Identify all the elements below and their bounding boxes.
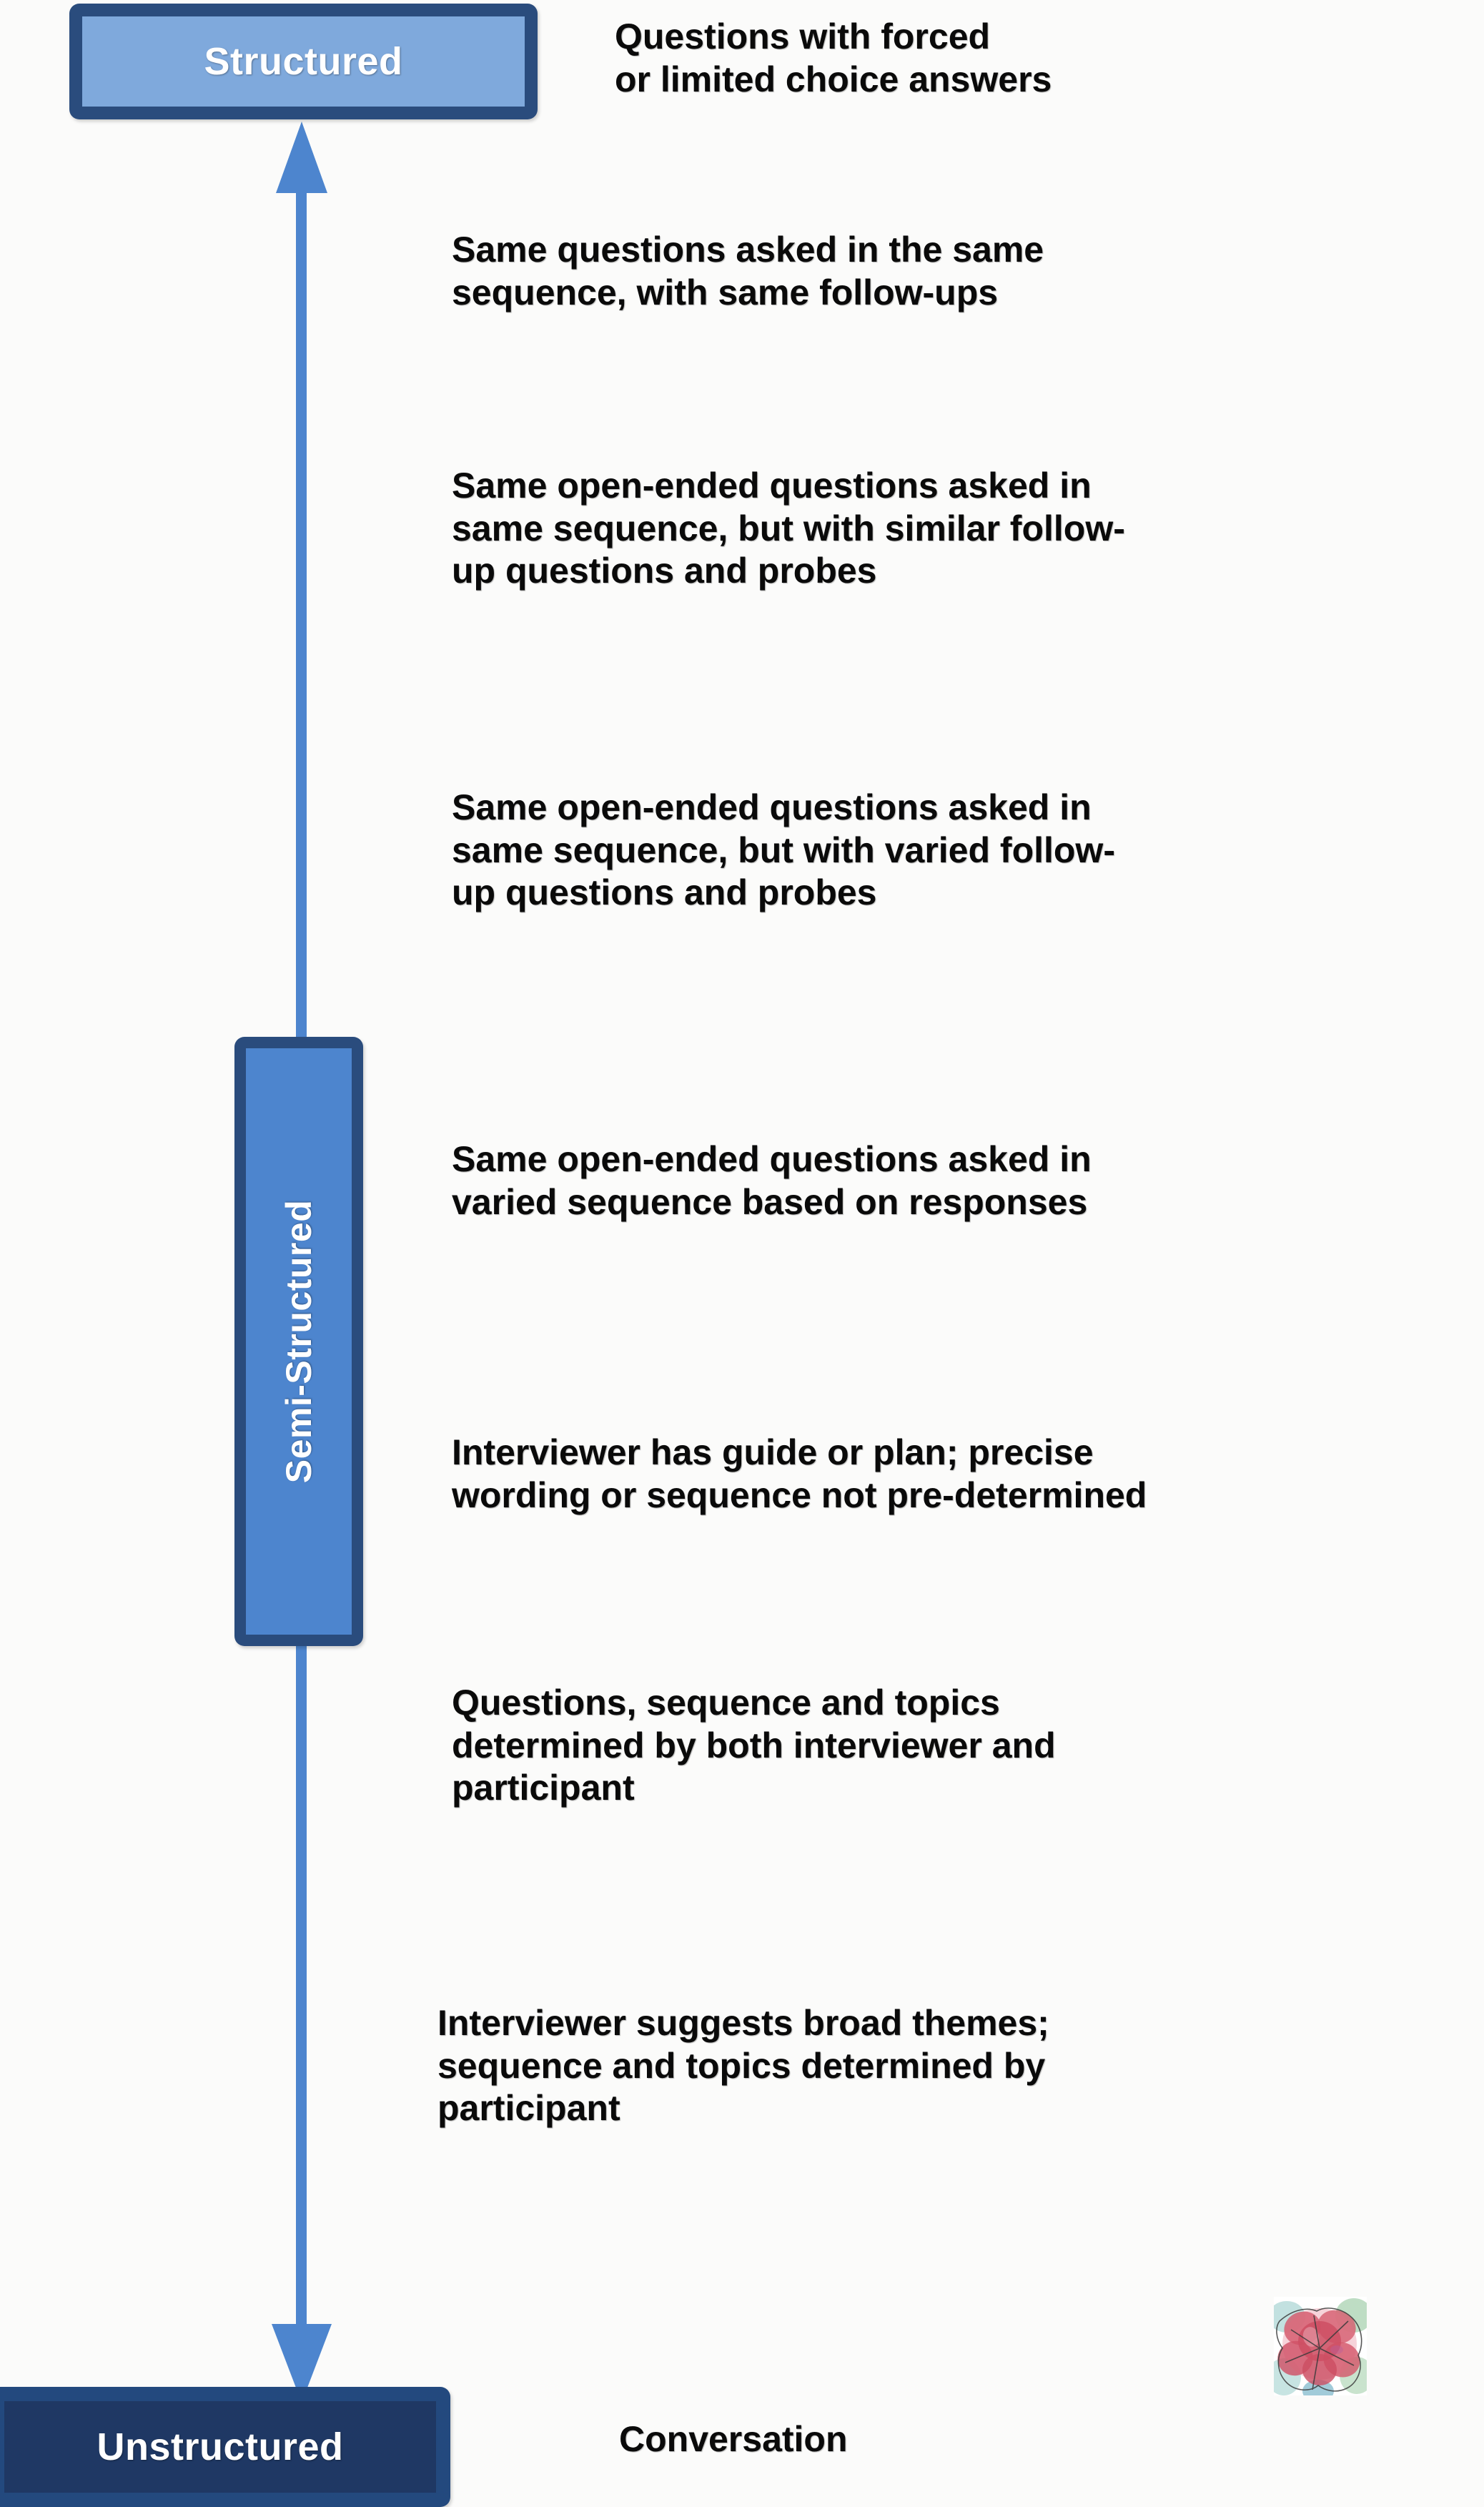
descriptor-same-questions-same-sequence: Same questions asked in the same sequenc… — [452, 230, 1044, 312]
descriptor-structured-forced-choice: Questions with forced or limited choice … — [615, 16, 1052, 99]
node-structured-label: Structured — [204, 40, 403, 83]
node-semi-structured[interactable]: Semi-Structured — [234, 1037, 363, 1646]
descriptor-broad-themes-participant: Interviewer suggests broad themes; seque… — [437, 2003, 1049, 2128]
node-structured[interactable]: Structured — [69, 4, 538, 119]
node-semi-structured-label: Semi-Structured — [279, 1199, 319, 1484]
descriptor-open-ended-similar-followups: Same open-ended questions asked in same … — [452, 466, 1125, 591]
node-unstructured-inner: Unstructured — [4, 2401, 436, 2493]
descriptor-conversation: Conversation — [619, 2419, 848, 2459]
node-unstructured[interactable]: Unstructured — [0, 2387, 450, 2507]
node-structured-inner: Structured — [82, 16, 525, 107]
descriptor-varied-sequence-responses: Same open-ended questions asked in varie… — [452, 1139, 1092, 1222]
descriptor-interviewer-guide-plan: Interviewer has guide or plan; precise w… — [452, 1432, 1147, 1515]
descriptor-determined-by-both: Questions, sequence and topics determine… — [452, 1683, 1056, 1808]
descriptor-open-ended-varied-followups: Same open-ended questions asked in same … — [452, 787, 1115, 912]
watercolor-flower-icon — [1274, 2297, 1367, 2395]
node-semi-structured-inner: Semi-Structured — [246, 1048, 352, 1635]
node-unstructured-label: Unstructured — [97, 2425, 344, 2468]
